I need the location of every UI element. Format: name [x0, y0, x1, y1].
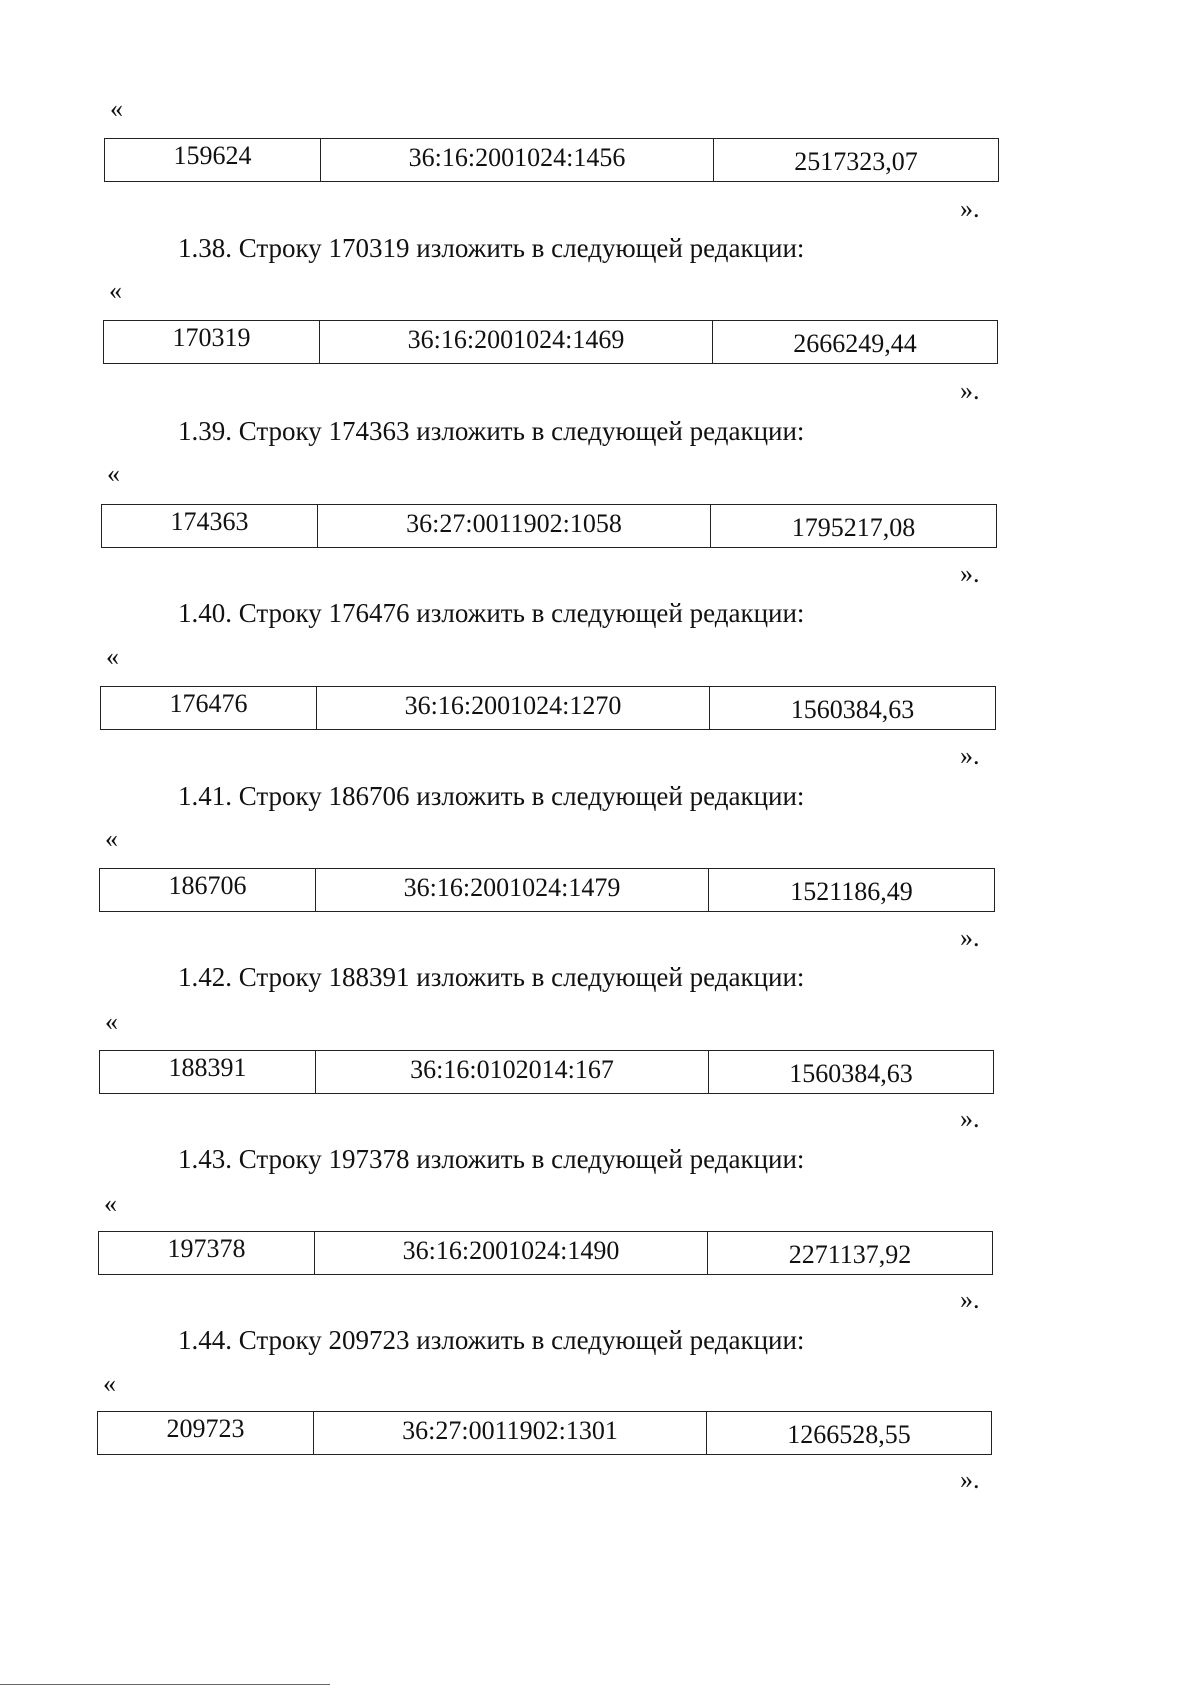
- cadastral-value-cell: 2517323,07: [713, 139, 998, 181]
- closing-quote: ».: [960, 923, 980, 952]
- amendment-item-text: 1.38. Строку 170319 изложить в следующей…: [178, 233, 805, 263]
- opening-quote: «: [107, 459, 120, 488]
- cadastral-value-cell: 2271137,92: [707, 1232, 992, 1274]
- opening-quote: «: [104, 1189, 117, 1218]
- cadastral-number-cell: 36:16:2001024:1270: [316, 687, 709, 729]
- closing-quote: ».: [960, 741, 980, 770]
- closing-quote: ».: [960, 194, 980, 223]
- cadastral-value-cell: 2666249,44: [712, 321, 997, 363]
- closing-quote: ».: [960, 559, 980, 588]
- amendment-item-text: 1.41. Строку 186706 изложить в следующей…: [178, 781, 805, 811]
- row-number-cell: 170319: [172, 323, 251, 352]
- row-number-cell: 174363: [170, 507, 249, 536]
- row-number-cell: 197378: [167, 1234, 246, 1263]
- amendment-item-text: 1.39. Строку 174363 изложить в следующей…: [178, 416, 805, 446]
- amendment-item-text: 1.43. Строку 197378 изложить в следующей…: [178, 1144, 805, 1174]
- cadastral-value-cell: 1560384,63: [708, 1051, 993, 1093]
- cadastral-value-cell: 1795217,08: [710, 505, 996, 547]
- opening-quote: «: [106, 642, 119, 671]
- cadastral-number-cell: 36:16:0102014:167: [315, 1051, 708, 1093]
- amendment-item-text: 1.44. Строку 209723 изложить в следующей…: [178, 1325, 805, 1355]
- row-number-cell: 188391: [168, 1053, 247, 1082]
- row-number-cell: 186706: [168, 871, 247, 900]
- cadastral-value-cell: 1266528,55: [706, 1412, 991, 1454]
- opening-quote: «: [105, 1007, 118, 1036]
- opening-quote: «: [103, 1369, 116, 1398]
- cadastral-number-cell: 36:27:0011902:1058: [317, 505, 710, 547]
- row-number-cell: 159624: [173, 141, 252, 170]
- amendment-item-text: 1.40. Строку 176476 изложить в следующей…: [178, 598, 805, 628]
- cadastral-number-cell: 36:16:2001024:1479: [315, 869, 708, 911]
- cadastral-value-cell: 1521186,49: [708, 869, 994, 911]
- cadastral-number-cell: 36:27:0011902:1301: [313, 1412, 706, 1454]
- row-number-cell: 209723: [166, 1414, 245, 1443]
- opening-quote: «: [109, 276, 122, 305]
- closing-quote: ».: [960, 376, 980, 405]
- cadastral-number-cell: 36:16:2001024:1456: [320, 139, 713, 181]
- opening-quote: «: [105, 824, 118, 853]
- amendment-item-text: 1.42. Строку 188391 изложить в следующей…: [178, 962, 805, 992]
- cadastral-number-cell: 36:16:2001024:1490: [314, 1232, 707, 1274]
- cadastral-number-cell: 36:16:2001024:1469: [319, 321, 712, 363]
- closing-quote: ».: [960, 1104, 980, 1133]
- cadastral-value-cell: 1560384,63: [709, 687, 995, 729]
- closing-quote: ».: [960, 1285, 980, 1314]
- row-number-cell: 176476: [169, 689, 248, 718]
- closing-quote: ».: [960, 1465, 980, 1494]
- footer-divider: [0, 1684, 330, 1685]
- opening-quote: «: [110, 94, 123, 123]
